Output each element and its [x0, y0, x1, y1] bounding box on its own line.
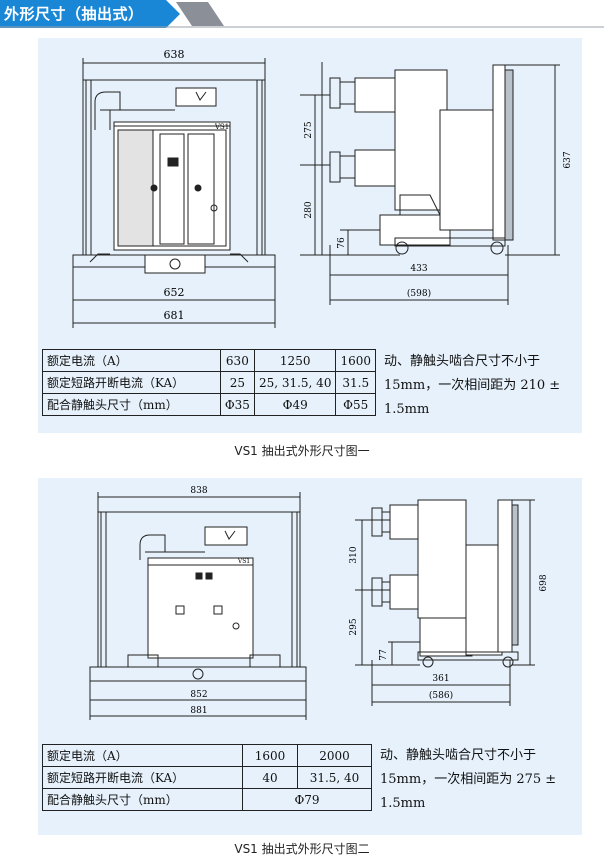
dim-width-bottom: 681 — [164, 309, 185, 322]
dim-295: 295 — [349, 618, 359, 635]
dim-637: 637 — [563, 151, 573, 168]
spec-note-1: 动、静触头啮合尺寸不小于 15mm，一次相间距为 210 ± 1.5mm — [384, 354, 561, 417]
nameplate-label: VS1 — [214, 123, 229, 131]
table-cell-label: 配合静触头尺寸（mm） — [42, 393, 221, 416]
dimension-labels-1: 638 652 681 VS1 275 280 76 433 (598) 637 — [164, 48, 574, 322]
figure-caption-1: VS1 抽出式外形尺寸图一 — [234, 444, 370, 458]
nameplate-label: VS1 — [237, 558, 250, 565]
dim-280: 280 — [304, 201, 314, 218]
front-view-drawing-1 — [72, 58, 560, 328]
table-cell-label: 额定电流（A） — [42, 349, 221, 372]
dim-361: 361 — [432, 674, 449, 684]
dim-275: 275 — [304, 121, 314, 138]
dim-433: 433 — [410, 264, 427, 274]
dim-598: (598) — [407, 288, 431, 299]
table-cell-label: 额定短路开断电流（KA） — [42, 766, 243, 789]
dim-width-mid: 852 — [190, 690, 207, 700]
table-row: 配合静触头尺寸（mm） Φ35 Φ49 Φ55 — [42, 393, 376, 416]
table-cell-label: 额定短路开断电流（KA） — [42, 371, 221, 394]
spec-table-1: 额定电流（A） 630 1250 1600 额定短路开断电流（KA） 25 25… — [42, 349, 376, 416]
dim-586: (586) — [429, 690, 453, 701]
section-title: 外形尺寸（抽出式） — [4, 5, 144, 23]
table-row: 额定短路开断电流（KA） 40 31.5, 40 — [42, 766, 372, 789]
dim-76: 76 — [337, 237, 347, 249]
table-row: 额定电流（A） 1600 2000 — [42, 744, 372, 767]
section-header-bar — [0, 0, 604, 28]
dim-width-mid: 652 — [164, 286, 185, 299]
dim-77: 77 — [379, 649, 389, 661]
dim-698: 698 — [539, 574, 549, 591]
dim-width-top: 638 — [164, 48, 185, 61]
table-row: 配合静触头尺寸（mm） Φ79 — [42, 788, 372, 811]
figure-caption-2: VS1 抽出式外形尺寸图二 — [234, 842, 370, 856]
dim-width-top: 838 — [190, 486, 207, 496]
table-cell-label: 额定电流（A） — [42, 744, 243, 767]
table-cell-label: 配合静触头尺寸（mm） — [42, 788, 243, 811]
table-row: 额定短路开断电流（KA） 25 25, 31.5, 40 31.5 — [42, 371, 376, 394]
spec-table-2: 额定电流（A） 1600 2000 额定短路开断电流（KA） 40 31.5, … — [42, 744, 372, 811]
dim-310: 310 — [349, 546, 359, 563]
spec-note-2: 动、静触头啮合尺寸不小于 15mm，一次相间距为 275 ± 1.5mm — [380, 748, 557, 811]
table-row: 额定电流（A） 630 1250 1600 — [42, 349, 376, 372]
dim-width-bottom: 881 — [190, 706, 207, 716]
